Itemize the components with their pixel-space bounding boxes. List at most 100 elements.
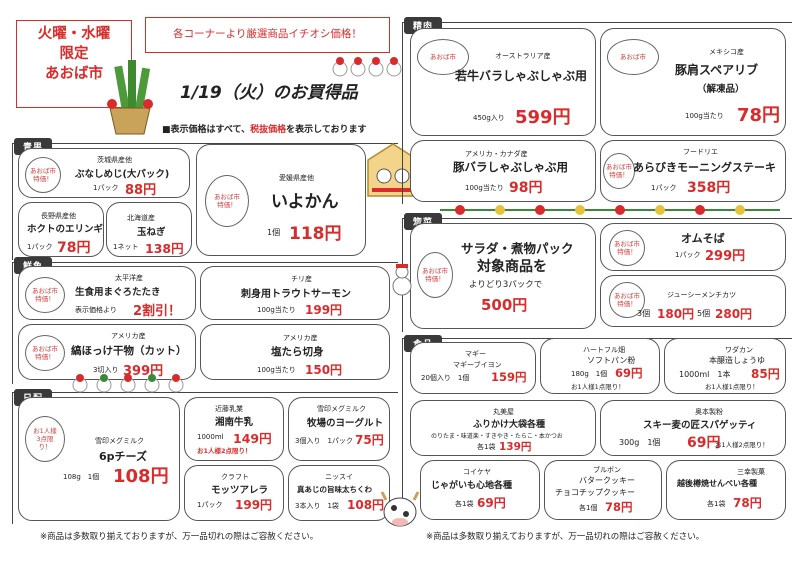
item-unit-1: 3個 [637, 309, 651, 318]
tokka-badge: あおば市 特価！ [25, 335, 65, 371]
date-title: 1/19（火）のお買得品 [180, 83, 358, 103]
grocery-card-panko[interactable]: ハートフル畑 ソフトパン粉 180g 1個 69円 お1人様1点限り！ [540, 338, 660, 394]
item-unit: 100g当たり [685, 112, 724, 120]
item-origin: メキシコ産 [709, 48, 744, 56]
item-origin: 北海道産 [127, 214, 155, 222]
item-origin: 茨城県産他 [97, 156, 132, 164]
item-unit: 1パック [675, 251, 701, 259]
item-origin: フードリエ [683, 148, 718, 156]
fish-card-tara[interactable]: アメリカ産 塩たら切身 100g当たり 150円 [200, 324, 390, 380]
item-name: ホクトのエリンギ [27, 224, 104, 235]
item-name: 玉ねぎ [137, 227, 166, 238]
meat-card-steak[interactable]: あおば市 特価！ フードリエ あらびきモーニングステーキ 1パック 358円 [600, 140, 786, 202]
item-price: 78円 [737, 105, 781, 126]
item-unit: 表示価格より [75, 306, 117, 314]
fish-section-frame [12, 262, 398, 384]
item-unit: 各1袋 [477, 443, 496, 451]
footer-note-left: ※商品は多数取り揃えておりますが、万一品切れの際はご容赦ください。 [40, 532, 319, 542]
grocery-card-furikake[interactable]: 丸美屋 ふりかけ大袋各種 のりたま・味道楽・すきやき・たらこ・本かつお 各1袋 … [410, 400, 596, 456]
item-unit: 1パック [197, 501, 223, 509]
item-unit: 20個入り 1個 [421, 374, 470, 382]
item-name: モッツアレラ [211, 485, 269, 496]
tokka-badge: あおば市 特価！ [609, 282, 645, 318]
item-name: サラダ・煮物パック [461, 241, 574, 256]
item-price: 69円 [477, 496, 506, 510]
item-unit: 各1個 [579, 504, 598, 512]
deli-card-menchi[interactable]: あおば市 特価！ ジューシーメンチカツ 3個 180円 5個 280円 [600, 275, 786, 327]
deli-card-salad-pack[interactable]: あおば市 特価！ サラダ・煮物パック 対象商品を よりどり3パックで 500円 [410, 223, 596, 329]
daily-card-cheese[interactable]: お1人様 3点限 り！ 雪印メグミルク 6pチーズ 108g 1個 108円 [18, 397, 180, 521]
item-price-2: 280円 [715, 307, 753, 321]
item-unit: 450g入り [473, 114, 505, 122]
limit-note: お1人様2点限り！ [715, 441, 769, 449]
item-unit-2: 5個 [697, 309, 711, 318]
tax-note: ■表示価格はすべて、税抜価格を表示しております [162, 122, 367, 135]
banner-line3: あおば市 [45, 66, 103, 82]
tokka-badge: あおば市 特価！ [603, 153, 635, 189]
daily-card-chikuwa[interactable]: ニッスイ 真あじの旨味太ちくわ 3本入り 1袋 108円 [288, 465, 390, 521]
item-origin: 近藤乳業 [215, 405, 243, 413]
meat-card-beef[interactable]: あおば市 オーストラリア産 若牛バラしゃぶしゃぶ用 450g入り 599円 [410, 28, 596, 136]
produce-card-shimeji[interactable]: あおば市 特価！ 茨城県産他 ぶなしめじ(大パック) 1パック 88円 [18, 148, 190, 198]
produce-card-iyokan[interactable]: あおば市 特価！ 愛媛県産他 いよかん 1個 118円 [196, 144, 366, 256]
grocery-card-soy-sauce[interactable]: ワダカン 本醸造しょうゆ 1000ml 1本 85円 お1人様1点限り！ [664, 338, 786, 394]
item-unit: 100g当たり [257, 366, 296, 374]
daily-card-yogurt[interactable]: 雪印メグミルク 牧場のヨーグルト 3個入り 1パック 75円 [288, 397, 390, 461]
grocery-card-jagaimo[interactable]: コイケヤ じゃがいも心地各種 各1袋 69円 [420, 460, 540, 520]
fish-card-maguro[interactable]: あおば市 特価！ 太平洋産 生食用まぐろたたき 表示価格より 2割引！ [18, 266, 196, 320]
meat-card-sparerib[interactable]: あおば市 メキシコ産 豚肩スペアリブ （解凍品） 100g当たり 78円 [600, 28, 786, 136]
item-origin: アメリカ産 [111, 332, 146, 340]
grocery-card-spaghetti[interactable]: 奥本製粉 スキー麦の匠スパゲッティ 300g 1個 69円 お1人様2点限り！ [600, 400, 786, 456]
item-name: 豚バラしゃぶしゃぶ用 [453, 160, 568, 174]
item-unit: 1パック [651, 184, 677, 192]
item-origin: アメリカ・カナダ産 [465, 150, 528, 158]
snowman-decoration-icon [332, 57, 402, 77]
item-origin: ワダカン [725, 346, 753, 354]
tokka-badge: あおば市 特価！ [417, 252, 453, 298]
produce-card-eringi[interactable]: 長野県産他 ホクトのエリンギ 1パック 78円 [18, 202, 104, 257]
item-price: 78円 [605, 500, 633, 514]
item-origin: 長野県産他 [41, 212, 76, 220]
tokka-badge: あおば市 特価！ [25, 277, 65, 313]
limit-note: お1人様2点限り！ [197, 447, 252, 455]
item-origin: ブルボン [593, 466, 621, 474]
item-price: 98円 [509, 180, 543, 196]
produce-card-onion[interactable]: 北海道産 玉ねぎ 1ネット 138円 [106, 202, 192, 257]
tokka-badge: あおば市 特価！ [205, 175, 249, 227]
item-name: あらびきモーニングステーキ [633, 161, 776, 174]
item-origin: 奥本製粉 [695, 408, 723, 416]
grocery-card-bouillon[interactable]: マギー マギーブイヨン 20個入り 1個 159円 [410, 342, 536, 394]
item-origin: マギー [465, 350, 486, 358]
meat-card-pork[interactable]: アメリカ・カナダ産 豚バラしゃぶしゃぶ用 100g当たり 98円 [410, 140, 596, 202]
item-name: ぶなしめじ(大パック) [75, 169, 170, 180]
item-unit: 1000ml [197, 433, 224, 441]
item-unit: 3本入り 1袋 [295, 502, 339, 510]
deli-card-omusoba[interactable]: あおば市 特価！ オムそば 1パック 299円 [600, 223, 786, 271]
item-name-line2: 対象商品を [477, 259, 547, 275]
fish-card-hokke[interactable]: あおば市 特価！ アメリカ産 縞ほっけ干物（カット） 3切入り 399円 [18, 324, 196, 380]
grocery-card-cookie[interactable]: ブルボン バタークッキー チョコチップクッキー 各1個 78円 [544, 460, 662, 520]
fish-card-salmon[interactable]: チリ産 刺身用トラウトサーモン 100g当たり 199円 [200, 266, 390, 320]
daily-card-milk[interactable]: 近藤乳業 湘南牛乳 1000ml 149円 お1人様2点限り！ [184, 397, 284, 461]
grocery-card-senbei[interactable]: 三幸製菓 越後樽焼せんべい各種 各1袋 78円 [666, 460, 786, 520]
item-price: 78円 [57, 240, 91, 256]
item-price: 88円 [125, 183, 157, 198]
daily-card-mozzarella[interactable]: クラフト モッツアレラ 1パック 199円 [184, 465, 284, 521]
meat-section-frame [402, 22, 792, 204]
item-price: 159円 [491, 370, 527, 384]
item-name: バタークッキー [579, 476, 635, 485]
tax-note-prefix: ■表示価格はすべて、 [162, 125, 251, 135]
item-price: 199円 [235, 498, 273, 512]
item-price: 299円 [705, 249, 746, 264]
item-origin: ハートフル畑 [583, 346, 625, 354]
snowman-decoration-icon [72, 374, 184, 393]
item-unit: 180g 1個 [571, 370, 608, 378]
item-origin: ニッスイ [325, 473, 353, 481]
item-origin: 太平洋産 [115, 274, 143, 282]
item-unit: 300g 1個 [619, 438, 661, 447]
item-price: 118円 [289, 224, 342, 244]
item-price: 149円 [233, 431, 272, 446]
tokka-badge: あおば市 特価！ [25, 157, 61, 193]
item-name: オムそば [681, 232, 725, 245]
item-price: 78円 [733, 496, 762, 510]
